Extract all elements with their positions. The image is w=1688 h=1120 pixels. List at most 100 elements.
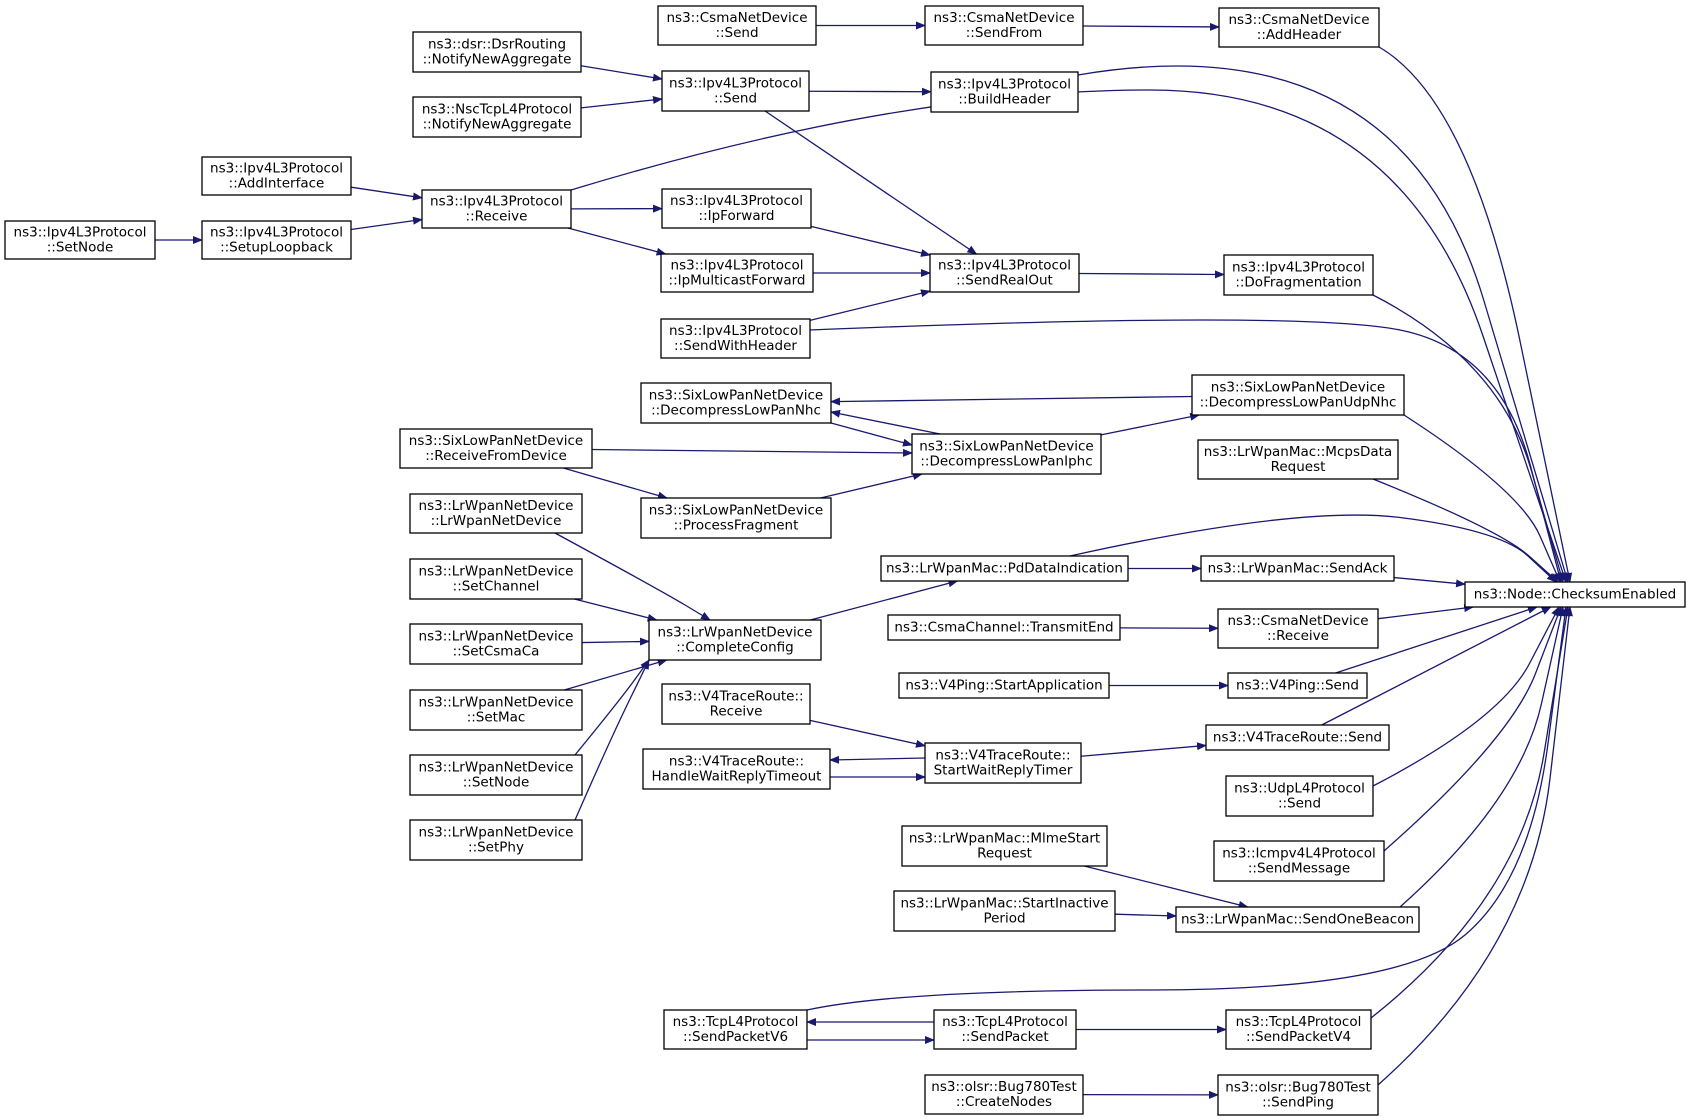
node-label: ns3::CsmaNetDevice [1228,12,1369,28]
node-v4tr_send[interactable]: ns3::V4TraceRoute::Send [1205,724,1390,751]
node-udp_send[interactable]: ns3::UdpL4Protocol::Send [1225,775,1374,817]
node-label: ns3::Icmpv4L4Protocol [1222,846,1376,862]
node-label: ::ReceiveFromDevice [425,448,567,464]
node-label: ns3::Ipv4L3Protocol [430,194,563,210]
node-box [880,555,1129,582]
node-label: ::IpForward [699,208,775,224]
node-box [642,748,831,790]
node-box [1464,581,1686,608]
node-ipv4_ipforward[interactable]: ns3::Ipv4L3Protocol::IpForward [661,188,812,229]
node-label: ns3::Ipv4L3Protocol [669,76,802,92]
edge-olsr_sendping-to-checksum [1377,606,1573,1086]
node-v4ping_send[interactable]: ns3::V4Ping::Send [1227,672,1368,699]
node-csma_receive[interactable]: ns3::CsmaNetDevice::Receive [1217,608,1379,649]
node-label: ::Send [715,25,758,41]
node-label: ns3::V4Ping::StartApplication [905,678,1102,694]
node-box [409,819,583,861]
edge-lrnd_complete-to-lrmac_pddata [810,579,959,621]
edge-six_procfrag-to-six_iphc [820,472,923,499]
node-box [648,619,822,661]
node-ipv4_dofrag[interactable]: ns3::Ipv4L3Protocol::DoFragmentation [1223,254,1374,296]
edge-ipv4_sendrealout-to-ipv4_dofrag [1078,270,1225,279]
node-box [421,189,572,229]
node-box [1191,374,1405,416]
node-olsr_sendping[interactable]: ns3::olsr::Bug780Test::SendPing [1217,1074,1379,1116]
edge-dsr_notify-to-ipv4_send [580,65,663,82]
node-checksum[interactable]: ns3::Node::ChecksumEnabled [1464,581,1686,608]
node-lrmac_beacon[interactable]: ns3::LrWpanMac::SendOneBeacon [1175,906,1420,933]
node-six_nhc[interactable]: ns3::SixLowPanNetDevice::DecompressLowPa… [640,382,832,424]
node-tcp_sendv6[interactable]: ns3::TcpL4Protocol::SendPacketV6 [663,1009,808,1050]
edge-udp_send-to-checksum [1372,606,1560,787]
node-label: ::Receive [1267,628,1329,644]
node-lrnd_setmac[interactable]: ns3::LrWpanNetDevice::SetMac [409,689,583,731]
node-v4tr_receive[interactable]: ns3::V4TraceRoute::Receive [661,683,811,725]
node-tcp_sendv4[interactable]: ns3::TcpL4Protocol::SendPacketV4 [1225,1009,1372,1050]
node-csma_sendfrom[interactable]: ns3::CsmaNetDevice::SendFrom [924,5,1084,46]
node-csma_send[interactable]: ns3::CsmaNetDevice::Send [657,5,817,46]
node-label: ns3::LrWpanNetDevice [419,498,574,514]
node-six_udpnhc[interactable]: ns3::SixLowPanNetDevice::DecompressLowPa… [1191,374,1405,416]
node-ipv4_send[interactable]: ns3::Ipv4L3Protocol::Send [661,70,810,112]
node-label: ::NotifyNewAggregate [423,117,572,133]
node-label: ns3::LrWpanNetDevice [419,825,574,841]
node-box [1223,254,1374,296]
node-nsc_notify[interactable]: ns3::NscTcpL4Protocol::NotifyNewAggregat… [412,96,582,138]
node-box [399,428,593,469]
edge-v4tr_startwait-to-v4tr_handle [829,755,926,764]
node-six_procfrag[interactable]: ns3::SixLowPanNetDevice::ProcessFragment [640,497,832,539]
node-lrnd_complete[interactable]: ns3::LrWpanNetDevice::CompleteConfig [648,619,822,661]
node-label: ::CompleteConfig [676,640,793,656]
node-label: ns3::LrWpanNetDevice [658,625,813,641]
node-label: ns3::Ipv4L3Protocol [210,225,343,241]
node-label: ::SendFrom [966,25,1043,41]
node-ipv4_sendrealout[interactable]: ns3::Ipv4L3Protocol::SendRealOut [929,253,1080,293]
node-ipv4_buildheader[interactable]: ns3::Ipv4L3Protocol::BuildHeader [930,71,1079,113]
node-label: ns3::olsr::Bug780Test [1225,1080,1370,1096]
node-icmp_sendmsg[interactable]: ns3::Icmpv4L4Protocol::SendMessage [1213,840,1385,882]
node-box [1197,439,1399,480]
node-six_recv[interactable]: ns3::SixLowPanNetDevice::ReceiveFromDevi… [399,428,593,469]
node-label: StartWaitReplyTimer [934,763,1073,779]
node-csmach_transmitend[interactable]: ns3::CsmaChannel::TransmitEnd [887,614,1121,641]
node-tcp_sendpacket[interactable]: ns3::TcpL4Protocol::SendPacket [933,1009,1077,1050]
node-v4ping_start[interactable]: ns3::V4Ping::StartApplication [898,672,1110,699]
node-label: ns3::SixLowPanNetDevice [409,433,583,449]
node-csma_addheader[interactable]: ns3::CsmaNetDevice::AddHeader [1218,7,1380,48]
node-box [1227,672,1368,699]
node-v4tr_handle[interactable]: ns3::V4TraceRoute::HandleWaitReplyTimeou… [642,748,831,790]
node-six_iphc[interactable]: ns3::SixLowPanNetDevice::DecompressLowPa… [911,433,1102,475]
edge-tcp_sendv4-to-checksum [1370,606,1571,1019]
node-lrmac_pddata[interactable]: ns3::LrWpanMac::PdDataIndication [880,555,1129,582]
node-dsr_notify[interactable]: ns3::dsr::DsrRouting::NotifyNewAggregate [412,31,582,73]
node-label: ::Send [714,91,757,107]
node-box [409,558,583,600]
node-lrnd_setnode[interactable]: ns3::LrWpanNetDevice::SetNode [409,754,583,796]
edge-lrmac_beacon-to-checksum [1399,606,1565,908]
node-ipv4_setnode[interactable]: ns3::Ipv4L3Protocol::SetNode [4,220,156,260]
node-ipv4_addinterface[interactable]: ns3::Ipv4L3Protocol::AddInterface [201,156,352,196]
node-ipv4_setuploopback[interactable]: ns3::Ipv4L3Protocol::SetupLoopback [201,220,352,260]
node-ipv4_sendwithheader[interactable]: ns3::Ipv4L3Protocol::SendWithHeader [660,318,811,359]
node-label: ns3::TcpL4Protocol [1236,1014,1362,1030]
node-lrnd_ctor[interactable]: ns3::LrWpanNetDevice::LrWpanNetDevice [409,493,583,534]
node-lrmac_sendack[interactable]: ns3::LrWpanMac::SendAck [1200,555,1395,582]
node-olsr_create[interactable]: ns3::olsr::Bug780Test::CreateNodes [924,1074,1084,1115]
node-ipv4_receive[interactable]: ns3::Ipv4L3Protocol::Receive [421,189,572,229]
node-ipv4_ipmulticast[interactable]: ns3::Ipv4L3Protocol::IpMulticastForward [660,253,814,293]
node-box [660,318,811,359]
node-lrnd_setcsma[interactable]: ns3::LrWpanNetDevice::SetCsmaCa [409,623,583,665]
node-v4tr_startwait[interactable]: ns3::V4TraceRoute::StartWaitReplyTimer [924,742,1082,784]
node-lrnd_setphy[interactable]: ns3::LrWpanNetDevice::SetPhy [409,819,583,861]
node-lrnd_setchannel[interactable]: ns3::LrWpanNetDevice::SetChannel [409,558,583,600]
edge-lrnd_setphy-to-lrnd_complete [574,659,650,821]
node-label: ns3::V4TraceRoute:: [668,689,803,705]
node-label: ns3::LrWpanMac::SendAck [1208,561,1388,577]
node-box [640,382,832,424]
node-label: ::BuildHeader [958,92,1051,108]
node-label: ns3::TcpL4Protocol [673,1014,799,1030]
node-label: ns3::LrWpanNetDevice [419,760,574,776]
